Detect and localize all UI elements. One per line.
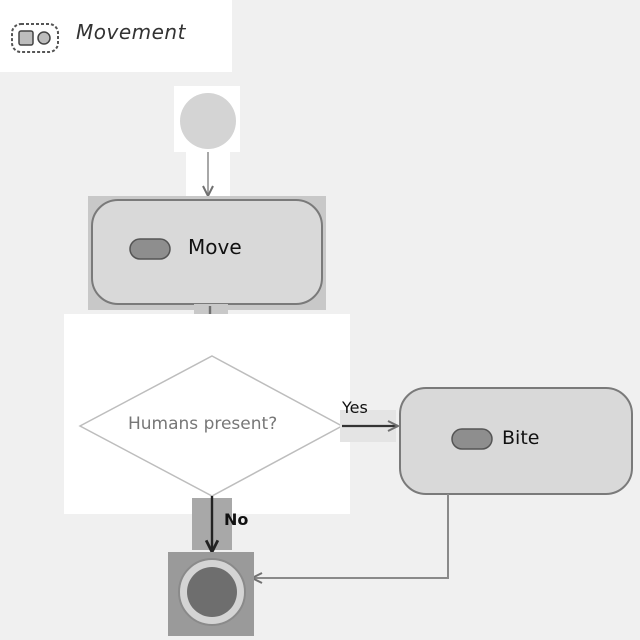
final-node[interactable] xyxy=(187,567,237,617)
diagram-header: Movement xyxy=(0,0,232,72)
bite-action-node[interactable] xyxy=(399,387,633,495)
initial-node[interactable] xyxy=(180,93,236,149)
decision-label: Humans present? xyxy=(128,414,278,434)
no-edge-label: No xyxy=(224,510,249,529)
diagram-title: Movement xyxy=(76,20,186,44)
bite-action-label: Bite xyxy=(502,427,540,449)
bite-action-pill-icon xyxy=(451,428,493,450)
yes-edge-label: Yes xyxy=(342,398,368,417)
move-action-pill-icon xyxy=(129,238,171,260)
move-action-label: Move xyxy=(188,235,242,259)
edge-bite-to-final[interactable] xyxy=(252,494,449,578)
activity-diagram-icon xyxy=(11,23,59,53)
